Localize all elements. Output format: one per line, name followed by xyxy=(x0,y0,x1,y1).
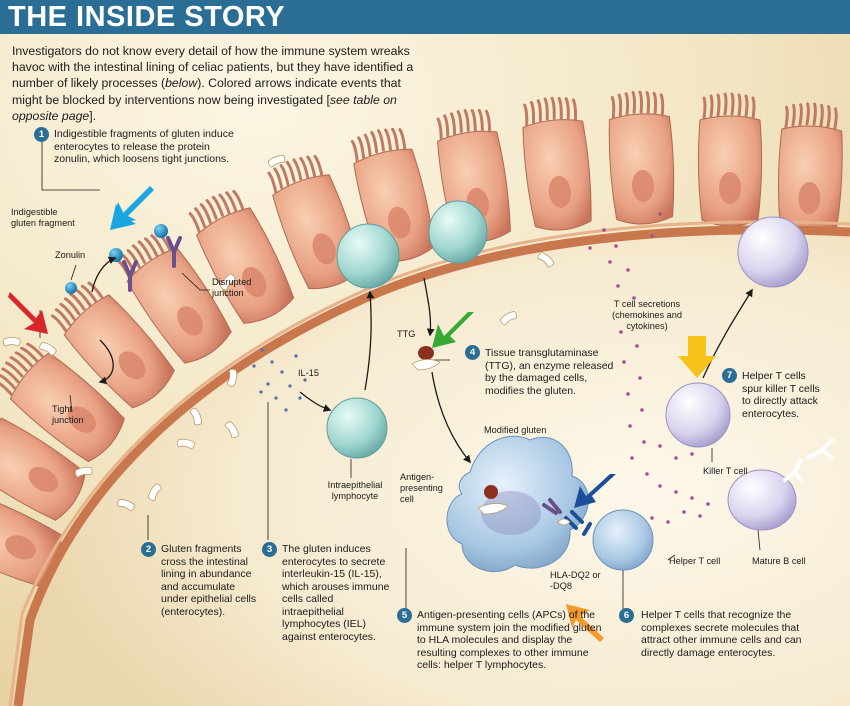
step-2-number: 2 xyxy=(141,542,156,557)
secretion-dots xyxy=(588,212,710,524)
label-intraepithelial-lymphocyte: Intraepithelial lymphocyte xyxy=(327,480,383,501)
label-zonulin: Zonulin xyxy=(55,250,86,260)
step-7-text: Helper T cells spur killer T cells to di… xyxy=(742,370,820,420)
intraepithelial-lymphocyte-cell xyxy=(336,223,400,289)
step-5-number: 5 xyxy=(397,608,412,623)
label-indigestible-gluten-fragment: Indigestible gluten fragment xyxy=(11,207,75,228)
label-ttg: TTG xyxy=(397,329,416,339)
step-6-text: Helper T cells that recognize the comple… xyxy=(641,609,802,659)
step-1-text: Indigestible fragments of gluten induce … xyxy=(54,128,234,165)
intro-text: ). Colored arrows indicate events that m… xyxy=(12,76,401,107)
step-4-text: Tissue transglutaminase (TTG), an enzyme… xyxy=(485,347,614,397)
label-antigen-presenting-cell: Antigen-presenting cell xyxy=(400,472,443,504)
intro-text: ]. xyxy=(89,108,97,123)
label-hla: HLA-DQ2 or -DQ8 xyxy=(550,570,601,591)
step-3-text: The gluten induces enterocytes to secret… xyxy=(282,543,390,643)
step-7-number: 7 xyxy=(722,368,737,383)
step-6-number: 6 xyxy=(619,608,634,623)
label-helper-t-cell: Helper T cell xyxy=(669,556,721,566)
helper-t-cell-shape xyxy=(592,509,654,571)
label-il15: IL-15 xyxy=(298,368,319,378)
intervention-arrows xyxy=(8,186,716,642)
step-3-number: 3 xyxy=(262,542,277,557)
step-1-number: 1 xyxy=(34,127,49,142)
label-modified-gluten: Modified gluten xyxy=(484,425,547,435)
intro-text: Investigators do not know every detail o… xyxy=(12,44,414,91)
step-5-text: Antigen-presenting cells (APCs) of the i… xyxy=(417,609,602,671)
step-4-number: 4 xyxy=(465,345,480,360)
label-tight-junction: Tight junction xyxy=(52,404,84,425)
antigen-presenting-cell-shape xyxy=(446,435,589,573)
label-killer-t-cell: Killer T cell xyxy=(703,466,748,476)
title-bar xyxy=(0,0,850,34)
label-disrupted-junction: Disrupted junction xyxy=(212,277,252,298)
intro-text-see-table: see table on opposite page xyxy=(12,92,397,123)
step-2-text: Gluten fragments cross the intestinal li… xyxy=(161,543,257,618)
label-mature-b-cell: Mature B cell xyxy=(752,556,806,566)
label-t-cell-secretions: T cell secretions (chemokines and cytoki… xyxy=(612,299,682,331)
page-title: THE INSIDE STORY xyxy=(8,1,286,33)
intro-text-below: below xyxy=(165,76,198,91)
intro-paragraph: Investigators do not know every detail o… xyxy=(12,43,422,124)
